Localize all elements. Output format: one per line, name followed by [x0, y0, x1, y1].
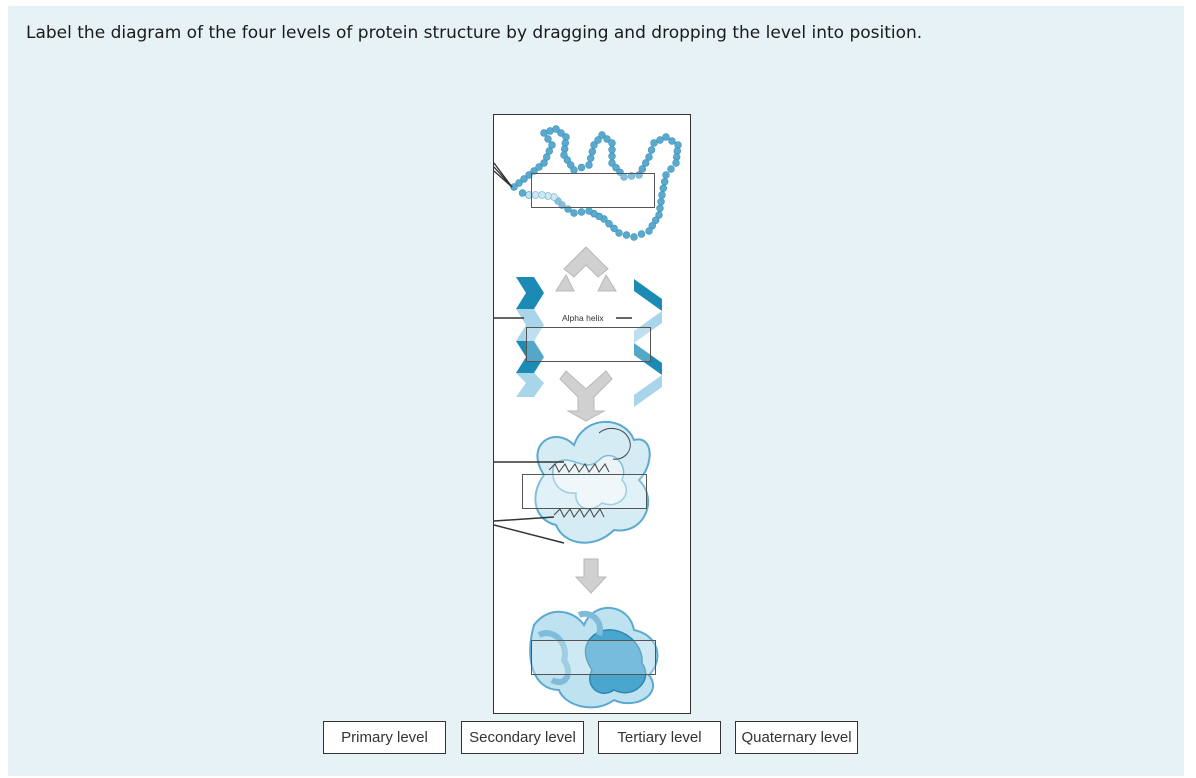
alpha-helix-label: Alpha helix [562, 313, 604, 323]
amino-acid-bead [659, 184, 668, 193]
amino-acid-bead [612, 163, 620, 172]
leader-lines-primary [494, 162, 513, 188]
label-tertiary-level[interactable]: Tertiary level [598, 721, 721, 754]
amino-acid-bead [608, 139, 616, 147]
amino-acid-bead [655, 211, 663, 219]
amino-acid-bead [656, 136, 664, 144]
amino-acid-bead [520, 175, 528, 183]
amino-acid-bead [545, 147, 553, 155]
amino-acid-bead [610, 224, 618, 233]
amino-acid-bead [585, 207, 593, 215]
amino-acid-bead [603, 135, 611, 143]
amino-acid-bead [662, 171, 670, 179]
amino-acid-bead [642, 159, 650, 167]
amino-acid-bead [645, 227, 653, 235]
amino-acid-bead [570, 209, 578, 217]
amino-acid-bead [658, 191, 666, 199]
amino-acid-bead [510, 183, 518, 191]
amino-acid-bead [608, 152, 616, 160]
amino-acid-bead [630, 233, 638, 241]
amino-acid-bead [672, 159, 680, 167]
amino-acid-bead [515, 179, 523, 187]
amino-acid-bead [605, 219, 613, 228]
amino-acid-bead [608, 146, 616, 154]
amino-acid-bead [598, 131, 606, 139]
amino-acid-bead [637, 230, 646, 238]
amino-acid-bead [656, 204, 664, 213]
amino-acid-bead [648, 221, 657, 230]
amino-acid-bead [577, 163, 586, 172]
label-secondary-level[interactable]: Secondary level [461, 721, 584, 754]
amino-acid-bead [588, 147, 597, 156]
amino-acid-bead [657, 197, 665, 206]
amino-acid-bead [563, 156, 572, 164]
instruction-text: Label the diagram of the four levels of … [26, 23, 923, 43]
amino-acid-bead [661, 177, 669, 186]
amino-acid-bead [544, 135, 552, 143]
amino-acid-bead [557, 129, 565, 137]
diagram-artwork: Alpha helix [494, 125, 682, 709]
amino-acid-bead [577, 208, 586, 216]
amino-acid-bead [668, 137, 676, 145]
label-quaternary-level[interactable]: Quaternary level [735, 721, 858, 754]
amino-acid-bead [586, 154, 595, 162]
amino-acid-bead [667, 165, 675, 173]
question-panel: Label the diagram of the four levels of … [8, 6, 1184, 776]
down-arrow-icon [574, 558, 608, 594]
amino-acid-bead [535, 163, 543, 171]
dropzone-secondary[interactable] [526, 327, 651, 362]
amino-acid-bead [552, 125, 560, 133]
amino-acid-bead [530, 167, 538, 175]
amino-acid-bead [638, 165, 647, 173]
amino-acid-bead [540, 159, 548, 167]
amino-acid-bead [608, 159, 616, 167]
amino-acid-bead [647, 146, 656, 154]
beta-sheet [516, 277, 544, 397]
amino-acid-bead [652, 216, 660, 225]
alpha-helix [634, 279, 662, 407]
dropzone-quaternary[interactable] [531, 640, 656, 675]
dropzone-tertiary[interactable] [522, 474, 647, 509]
protein-structure-diagram: Alpha helix [493, 114, 691, 714]
tertiary-fold [534, 420, 651, 544]
amino-acid-bead [525, 171, 533, 179]
amino-acid-bead [548, 141, 556, 149]
amino-acid-bead [662, 133, 670, 141]
label-primary-level[interactable]: Primary level [323, 721, 446, 754]
amino-acid-bead [594, 136, 602, 144]
amino-acid-bead [622, 231, 631, 239]
amino-acid-bead [627, 172, 636, 180]
amino-acid-bead [650, 139, 658, 147]
merge-arrow-icon [559, 370, 613, 422]
quaternary-fold [529, 607, 659, 709]
amino-acid-bead [518, 189, 527, 197]
amino-acid-bead [645, 153, 653, 161]
amino-acid-bead [615, 229, 623, 237]
amino-acid-bead [590, 141, 598, 149]
amino-acid-bead [585, 161, 593, 169]
bead-chain [510, 125, 682, 241]
split-arrow-icon [555, 246, 617, 292]
leader-lines-tertiary [494, 461, 565, 544]
dropzone-primary[interactable] [531, 173, 655, 208]
